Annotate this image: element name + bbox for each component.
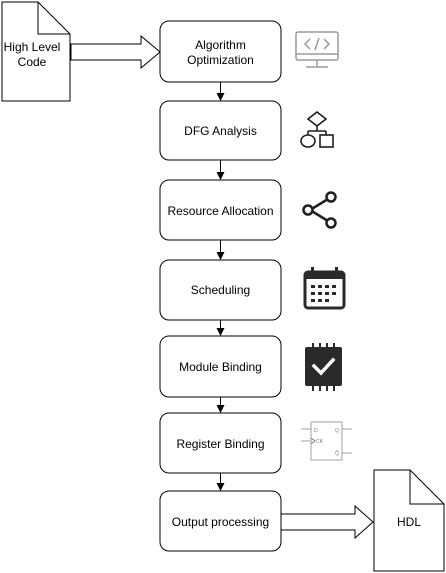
step-box-algorithm-optimization: Algorithm Optimization <box>159 20 282 83</box>
step-label: Register Binding <box>176 437 264 451</box>
step-box-register-binding: Register Binding <box>159 412 282 474</box>
share-nodes-icon <box>302 191 337 229</box>
flip-flop-icon: D CK Q Q̅ <box>301 421 352 461</box>
step-label: Scheduling <box>191 283 250 297</box>
step-label: Resource Allocation <box>167 204 273 218</box>
step-box-dfg-analysis: DFG Analysis <box>159 100 282 161</box>
step-label-line2: Optimization <box>187 53 254 67</box>
output-document-label: HDL <box>397 515 421 529</box>
step-label: Module Binding <box>179 360 262 374</box>
input-document-label-line1: High Level <box>4 40 61 54</box>
output-block-arrow <box>280 504 374 540</box>
calendar-icon <box>303 267 346 310</box>
input-document-label-line2: Code <box>18 55 47 69</box>
flip-flop-pin-qbar: Q̅ <box>335 450 339 457</box>
step-label: DFG Analysis <box>184 124 257 138</box>
flip-flop-pin-clk: CK <box>316 439 324 445</box>
step-box-module-binding: Module Binding <box>159 335 282 398</box>
chip-check-icon <box>305 343 342 391</box>
flowchart-icon <box>300 110 334 148</box>
monitor-code-icon <box>295 31 339 68</box>
step-label: Output processing <box>172 515 269 529</box>
flip-flop-pin-q: Q <box>335 428 339 434</box>
step-box-scheduling: Scheduling <box>159 259 282 321</box>
step-label-line1: Algorithm <box>195 38 246 52</box>
output-document-shape: HDL <box>373 469 445 572</box>
input-block-arrow <box>70 34 161 70</box>
flip-flop-pin-d: D <box>314 428 318 434</box>
step-box-resource-allocation: Resource Allocation <box>159 179 282 241</box>
step-box-output-processing: Output processing <box>159 490 282 552</box>
input-document-shape: High Level Code <box>1 1 71 102</box>
